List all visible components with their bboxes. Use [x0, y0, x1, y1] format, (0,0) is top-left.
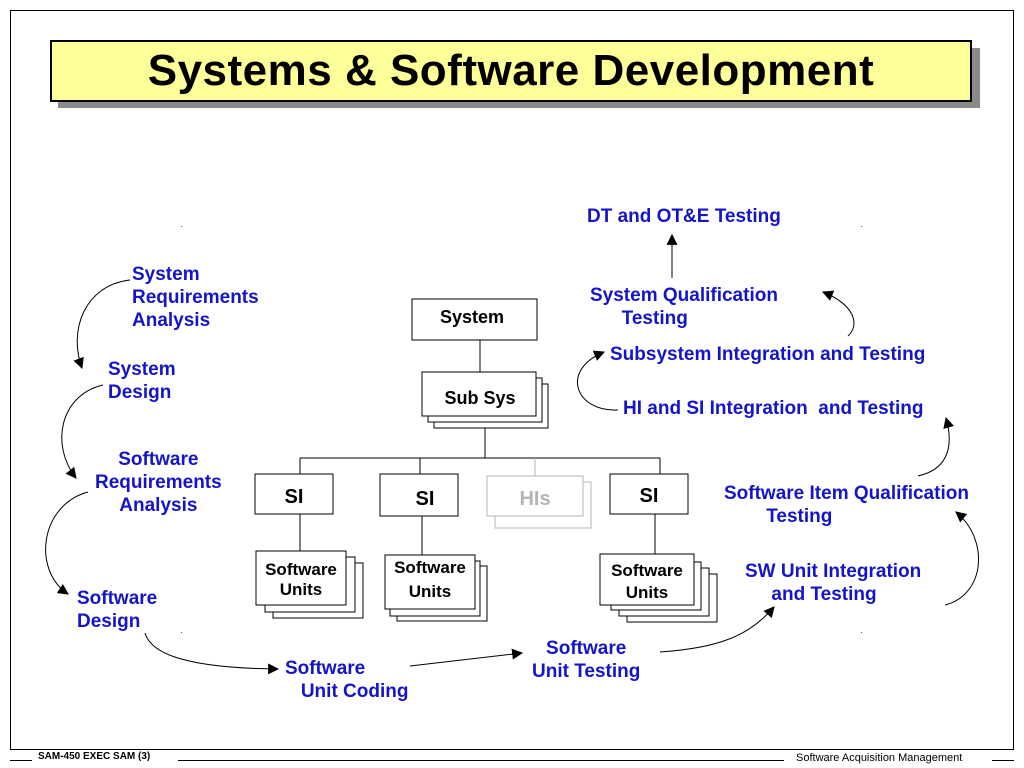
software-units-1-line2: Units: [280, 580, 323, 599]
corner-dot: ·: [180, 628, 183, 637]
software-units-3: Software Units: [599, 553, 718, 623]
system-box: System: [411, 298, 538, 341]
software-units-1-line1: Software: [265, 560, 337, 579]
arrow-swintegration-to-switemqual: [944, 511, 979, 606]
arrow-swdesign-to-coding: [144, 632, 280, 675]
si-box-3: SI: [609, 473, 689, 515]
si-box-2: SI: [379, 473, 459, 517]
footer-line-middle: [178, 760, 784, 761]
si-box-3-label: SI: [640, 485, 659, 507]
label-software-item-qualification: Software Item Qualification Testing: [724, 483, 969, 527]
software-units-3-line2: Units: [626, 583, 669, 602]
arrow-swreq-to-swdesign: [45, 491, 89, 595]
arrow-hisi-to-subsystem: [576, 350, 619, 411]
footer-left-text: SAM-450 EXEC SAM (3): [38, 751, 151, 762]
label-software-unit-coding: Software Unit Coding: [285, 658, 409, 702]
label-system-design: System Design: [108, 359, 176, 403]
corner-dot: ·: [860, 628, 863, 637]
subsystem-box: Sub Sys: [421, 371, 549, 429]
software-units-2-line2: Units: [409, 582, 452, 601]
corner-dot: ·: [860, 222, 863, 231]
label-software-unit-testing: Software Unit Testing: [532, 638, 641, 682]
software-units-2: Software Units: [384, 554, 488, 622]
software-units-3-line1: Software: [611, 561, 683, 580]
si-box-1-label: SI: [285, 486, 304, 508]
si-box-1: SI: [254, 473, 334, 515]
label-system-qualification: System Qualification Testing: [590, 285, 778, 329]
arrow-sysreq-to-sysdesign: [73, 279, 131, 370]
subsystem-box-label: Sub Sys: [444, 388, 515, 408]
label-dt-ote-testing: DT and OT&E Testing: [587, 206, 781, 227]
footer-line-left-short: [10, 760, 32, 761]
arrow-subsystem-to-sysqual: [821, 290, 855, 337]
corner-dot: ·: [180, 222, 183, 231]
arrow-unittesting-to-swintegration: [659, 606, 775, 653]
label-software-design: Software Design: [77, 588, 158, 632]
his-box-label: HIs: [519, 488, 550, 510]
slide-frame: [10, 10, 1014, 750]
system-box-label: System: [440, 307, 504, 327]
software-units-1: Software Units: [255, 550, 364, 619]
label-subsystem-integration: Subsystem Integration and Testing: [610, 344, 926, 365]
label-hi-si-integration: HI and SI Integration and Testing: [623, 398, 924, 419]
arrow-coding-to-unittesting: [409, 648, 524, 667]
arrow-switemqual-to-hisi: [917, 416, 954, 477]
label-system-requirements-analysis: System Requirements Analysis: [132, 264, 259, 331]
slide-title: Systems & Software Development: [50, 40, 972, 102]
his-box: HIs: [486, 475, 592, 529]
si-box-2-label: SI: [416, 488, 435, 510]
footer-line-right-short: [992, 760, 1014, 761]
software-units-2-line1: Software: [394, 558, 466, 577]
label-software-requirements-analysis: Software Requirements Analysis: [95, 449, 222, 516]
arrow-sysdesign-to-swreq: [61, 384, 104, 479]
footer-right-text: Software Acquisition Management: [796, 752, 963, 764]
label-sw-unit-integration: SW Unit Integration and Testing: [745, 561, 922, 605]
hierarchy-connectors: [299, 340, 661, 556]
